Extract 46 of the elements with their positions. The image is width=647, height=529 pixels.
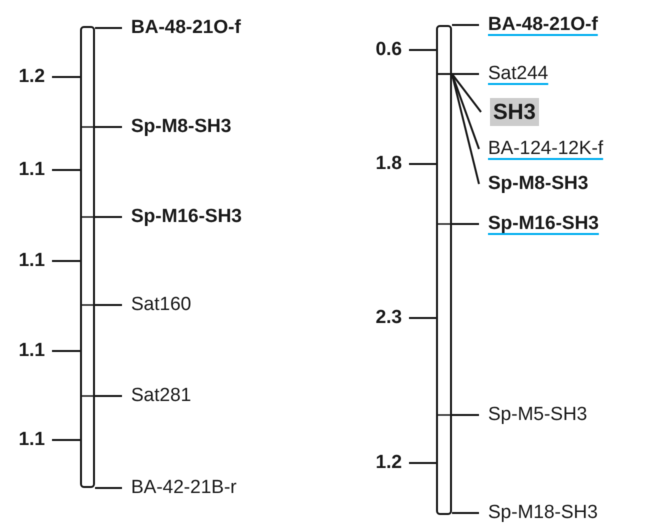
distance-label: 1.1: [18, 250, 45, 272]
leader-line: [95, 126, 122, 128]
leader-line: [52, 260, 80, 262]
marker-label: Sat244: [488, 63, 548, 85]
marker-label: Sp-M16-SH3: [488, 213, 599, 235]
marker-label: SH3: [490, 98, 539, 126]
marker-label: Sat160: [131, 294, 192, 316]
leader-line: [95, 395, 122, 397]
leader-line: [95, 487, 122, 489]
marker-label: Sp-M8-SH3: [488, 173, 588, 195]
leader-line: [95, 27, 122, 29]
marker-label: Sp-M8-SH3: [131, 116, 232, 138]
chromosome-bar: [80, 26, 95, 488]
leader-line: [95, 216, 122, 218]
marker-label: Sat281: [131, 385, 192, 407]
leader-line: [52, 76, 80, 78]
marker-label: Sp-M5-SH3: [488, 404, 588, 426]
marker-label: Sp-M18-SH3: [488, 502, 598, 524]
leader-line: [409, 163, 436, 165]
leader-line: [409, 49, 436, 51]
marker-label: BA-48-21O-f: [131, 17, 241, 39]
leader-line: [452, 223, 479, 225]
leader-line: [52, 439, 80, 441]
leader-line: [452, 24, 479, 26]
marker-label: Sp-M16-SH3: [131, 206, 242, 228]
leader-line: [452, 73, 479, 75]
leader-line: [409, 317, 436, 319]
distance-label: 2.3: [376, 307, 402, 329]
leader-line: [52, 169, 80, 171]
leader-line: [452, 414, 479, 416]
leader-line: [409, 462, 436, 464]
distance-label: 0.6: [376, 39, 402, 61]
leader-line: [452, 512, 479, 514]
distance-label: 1.8: [376, 153, 402, 175]
marker-label: BA-42-21B-r: [131, 477, 237, 499]
marker-label: BA-124-12K-f: [488, 138, 604, 160]
leader-line: [95, 304, 122, 306]
chromosome-bar: [436, 25, 452, 515]
distance-label: 1.2: [18, 66, 45, 88]
distance-label: 1.1: [18, 340, 45, 362]
leader-line: [52, 350, 80, 352]
marker-label: BA-48-21O-f: [488, 14, 598, 36]
distance-label: 1.1: [18, 159, 45, 181]
distance-label: 1.1: [18, 429, 45, 451]
leader-line: [451, 73, 482, 113]
distance-label: 1.2: [376, 452, 402, 474]
